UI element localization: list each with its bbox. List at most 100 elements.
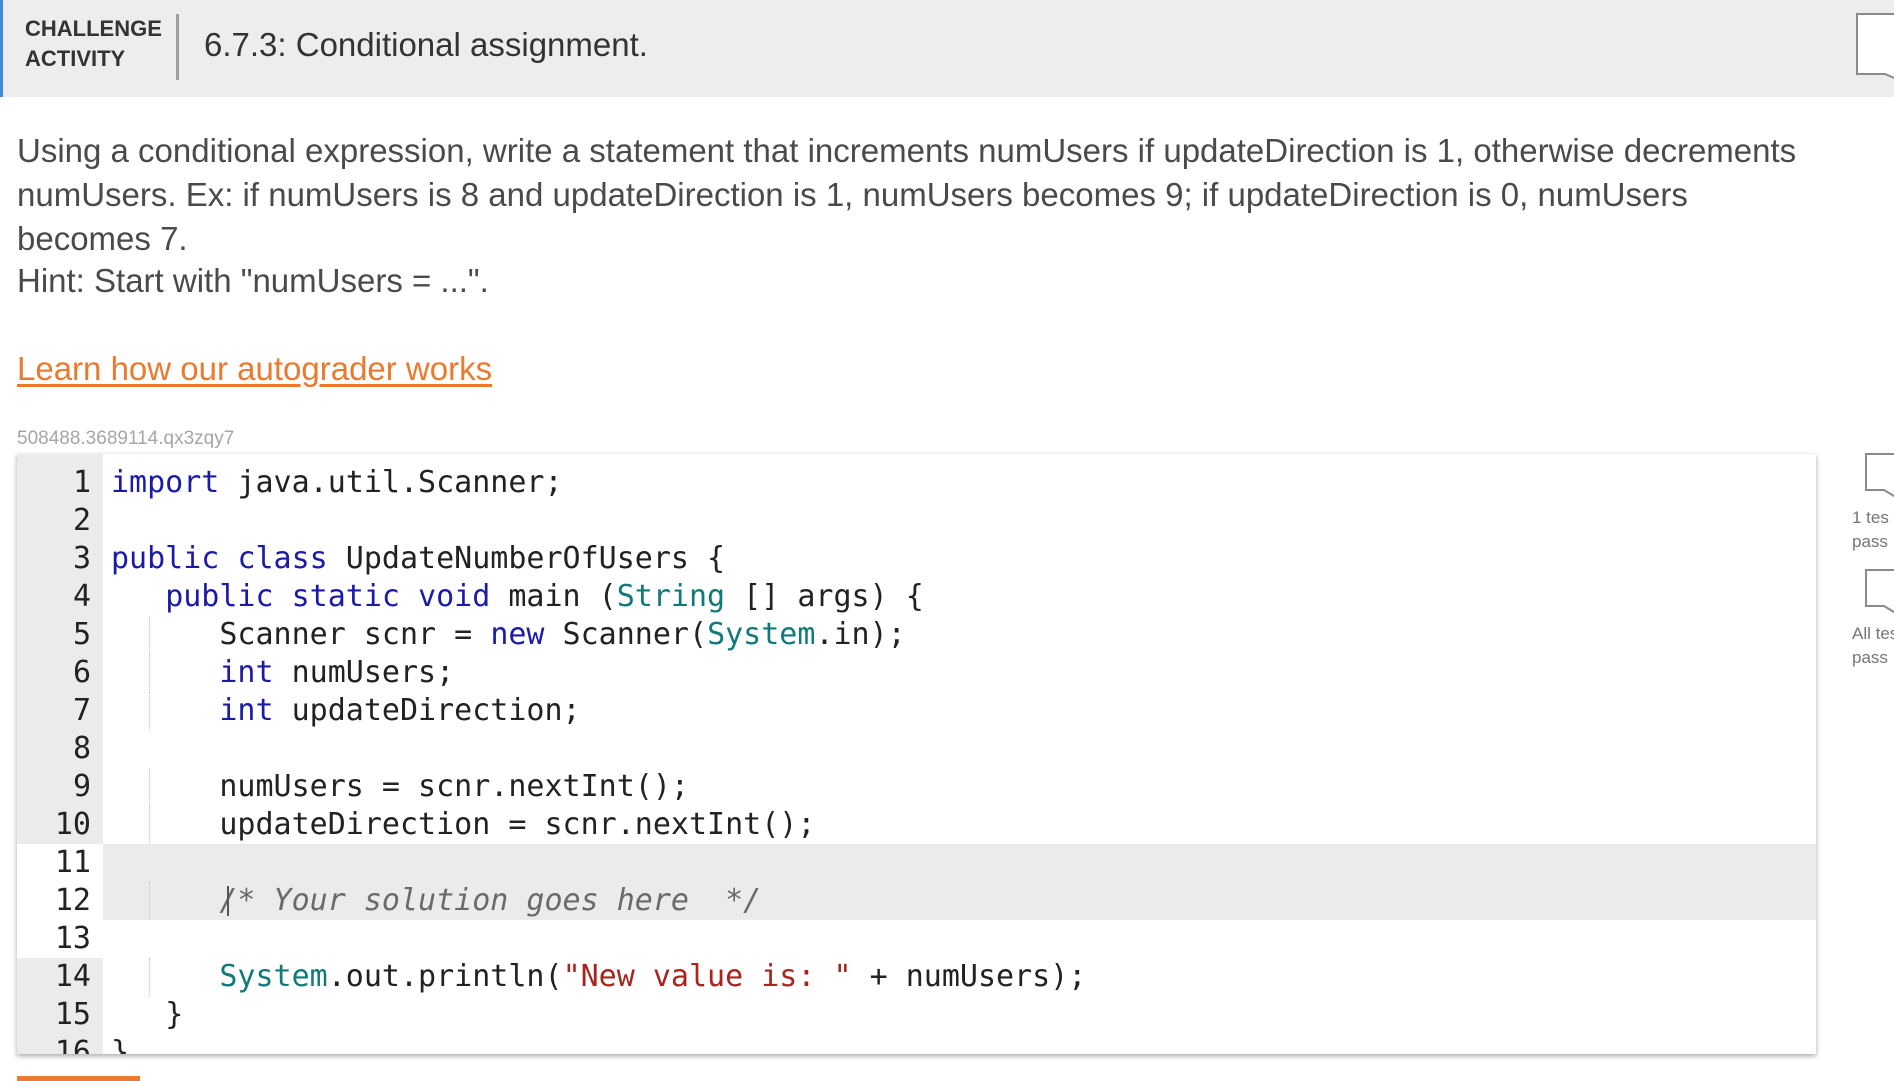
code-text[interactable]: public class UpdateNumberOfUsers {	[103, 540, 1816, 578]
code-line[interactable]: 16 }	[17, 1034, 1816, 1054]
code-line[interactable]: 7 int updateDirection;	[17, 692, 1816, 730]
indent-guide	[149, 806, 150, 844]
code-token: class	[237, 541, 328, 576]
code-text[interactable]: numUsers = scnr.nextInt();	[103, 768, 1816, 806]
code-text[interactable]	[103, 920, 1816, 958]
code-line[interactable]: 12 /* Your solution goes here */	[17, 882, 1816, 920]
code-token: new	[490, 617, 545, 652]
code-string: "New value is: "	[562, 959, 852, 994]
code-text[interactable]: }	[103, 996, 1816, 1034]
code-text[interactable]: }	[103, 1034, 1816, 1054]
line-number: 2	[72, 503, 91, 538]
activity-title: 6.7.3: Conditional assignment.	[204, 26, 648, 63]
instructions-line-2: numUsers. Ex: if numUsers is 8 and updat…	[17, 176, 1688, 257]
indent-guide	[149, 654, 150, 692]
code-line[interactable]: 9 numUsers = scnr.nextInt();	[17, 768, 1816, 806]
code-editor[interactable]: 1 import java.util.Scanner; 2 3 public c…	[17, 454, 1816, 1054]
code-line[interactable]: 13	[17, 920, 1816, 958]
text-cursor	[227, 886, 229, 916]
line-number: 10	[54, 807, 91, 842]
code-line[interactable]: 4 public static void main (String [] arg…	[17, 578, 1816, 616]
code-token: }	[111, 1035, 130, 1054]
hint-text: Hint: Start with "numUsers = ...".	[17, 262, 489, 299]
line-number: 9	[72, 769, 91, 804]
code-token: void	[418, 579, 491, 614]
code-token: String	[616, 579, 726, 614]
code-token: Scanner scnr =	[219, 617, 491, 652]
code-token: System	[707, 617, 816, 652]
code-token: import	[111, 465, 220, 500]
code-text[interactable]: public static void main (String [] args)…	[103, 578, 1816, 616]
test-results-panel: 1 tes pass All tes pass	[1848, 450, 1894, 690]
code-text[interactable]	[103, 502, 1816, 540]
all-tests-status: All tes pass	[1852, 624, 1894, 667]
indent-guide	[149, 958, 150, 996]
line-number: 12	[17, 882, 103, 920]
code-text[interactable]: import java.util.Scanner;	[103, 464, 1816, 502]
code-text[interactable]: int numUsers;	[103, 654, 1816, 692]
test-badge-icon	[1865, 569, 1894, 614]
code-line[interactable]: 1 import java.util.Scanner;	[17, 464, 1816, 502]
code-line[interactable]: 2	[17, 502, 1816, 540]
code-token: static	[291, 579, 400, 614]
code-token: .in);	[815, 617, 906, 652]
line-number: 5	[72, 617, 91, 652]
line-number: 16	[54, 1035, 91, 1054]
code-token	[219, 541, 237, 576]
code-token: public	[165, 579, 274, 614]
line-number: 7	[72, 693, 91, 728]
code-line[interactable]: 10 updateDirection = scnr.nextInt();	[17, 806, 1816, 844]
code-token: .out.println(	[327, 959, 563, 994]
code-text[interactable]	[103, 844, 1816, 882]
code-token: updateDirection = scnr.nextInt();	[219, 807, 816, 842]
indent-guide	[149, 692, 150, 730]
code-line[interactable]: 8	[17, 730, 1816, 768]
line-number: 1	[72, 465, 91, 500]
code-token: UpdateNumberOfUsers {	[327, 541, 726, 576]
code-token: + numUsers);	[851, 959, 1087, 994]
code-lines: 1 import java.util.Scanner; 2 3 public c…	[17, 464, 1816, 1054]
check-button-edge[interactable]	[17, 1076, 140, 1081]
instructions-line-1: Using a conditional expression, write a …	[17, 132, 1797, 169]
line-number: 3	[72, 541, 91, 576]
code-text[interactable]: /* Your solution goes here */	[103, 882, 1816, 920]
code-token: int	[219, 693, 274, 728]
line-number: 15	[54, 997, 91, 1032]
code-text[interactable]: updateDirection = scnr.nextInt();	[103, 806, 1816, 844]
code-token: main (	[490, 579, 617, 614]
line-number: 11	[17, 844, 103, 882]
indent-guide	[149, 768, 150, 806]
code-line[interactable]: 5 Scanner scnr = new Scanner(System.in);	[17, 616, 1816, 654]
code-text[interactable]: Scanner scnr = new Scanner(System.in);	[103, 616, 1816, 654]
code-token: java.util.Scanner;	[219, 465, 563, 500]
code-line[interactable]: 6 int numUsers;	[17, 654, 1816, 692]
code-token: System	[219, 959, 328, 994]
code-token: updateDirection;	[273, 693, 581, 728]
challenge-activity-label: CHALLENGE ACTIVITY	[25, 16, 162, 71]
indent-guide	[149, 882, 150, 920]
header-divider	[176, 14, 179, 80]
code-line[interactable]: 11	[17, 844, 1816, 882]
code-text[interactable]	[103, 730, 1816, 768]
line-number: 6	[72, 655, 91, 690]
code-comment: /* Your solution goes here */	[219, 883, 762, 918]
code-text[interactable]: System.out.println("New value is: " + nu…	[103, 958, 1816, 996]
code-token: public	[111, 541, 220, 576]
code-token: int	[219, 655, 274, 690]
instructions: Using a conditional expression, write a …	[17, 129, 1817, 261]
code-token	[400, 579, 418, 614]
line-number: 13	[17, 920, 103, 958]
code-line[interactable]: 14 System.out.println("New value is: " +…	[17, 958, 1816, 996]
code-text[interactable]: int updateDirection;	[103, 692, 1816, 730]
activity-header: CHALLENGE ACTIVITY 6.7.3: Conditional as…	[0, 0, 1894, 97]
code-line[interactable]: 3 public class UpdateNumberOfUsers {	[17, 540, 1816, 578]
code-token: [] args) {	[725, 579, 924, 614]
code-line[interactable]: 15 }	[17, 996, 1816, 1034]
completion-badge-icon	[1856, 13, 1894, 79]
autograder-link[interactable]: Learn how our autograder works	[17, 350, 493, 387]
indent-guide	[149, 616, 150, 654]
test-badge-icon	[1865, 453, 1894, 498]
line-number: 4	[72, 579, 91, 614]
code-token: }	[165, 997, 184, 1032]
code-token: numUsers;	[273, 655, 455, 690]
